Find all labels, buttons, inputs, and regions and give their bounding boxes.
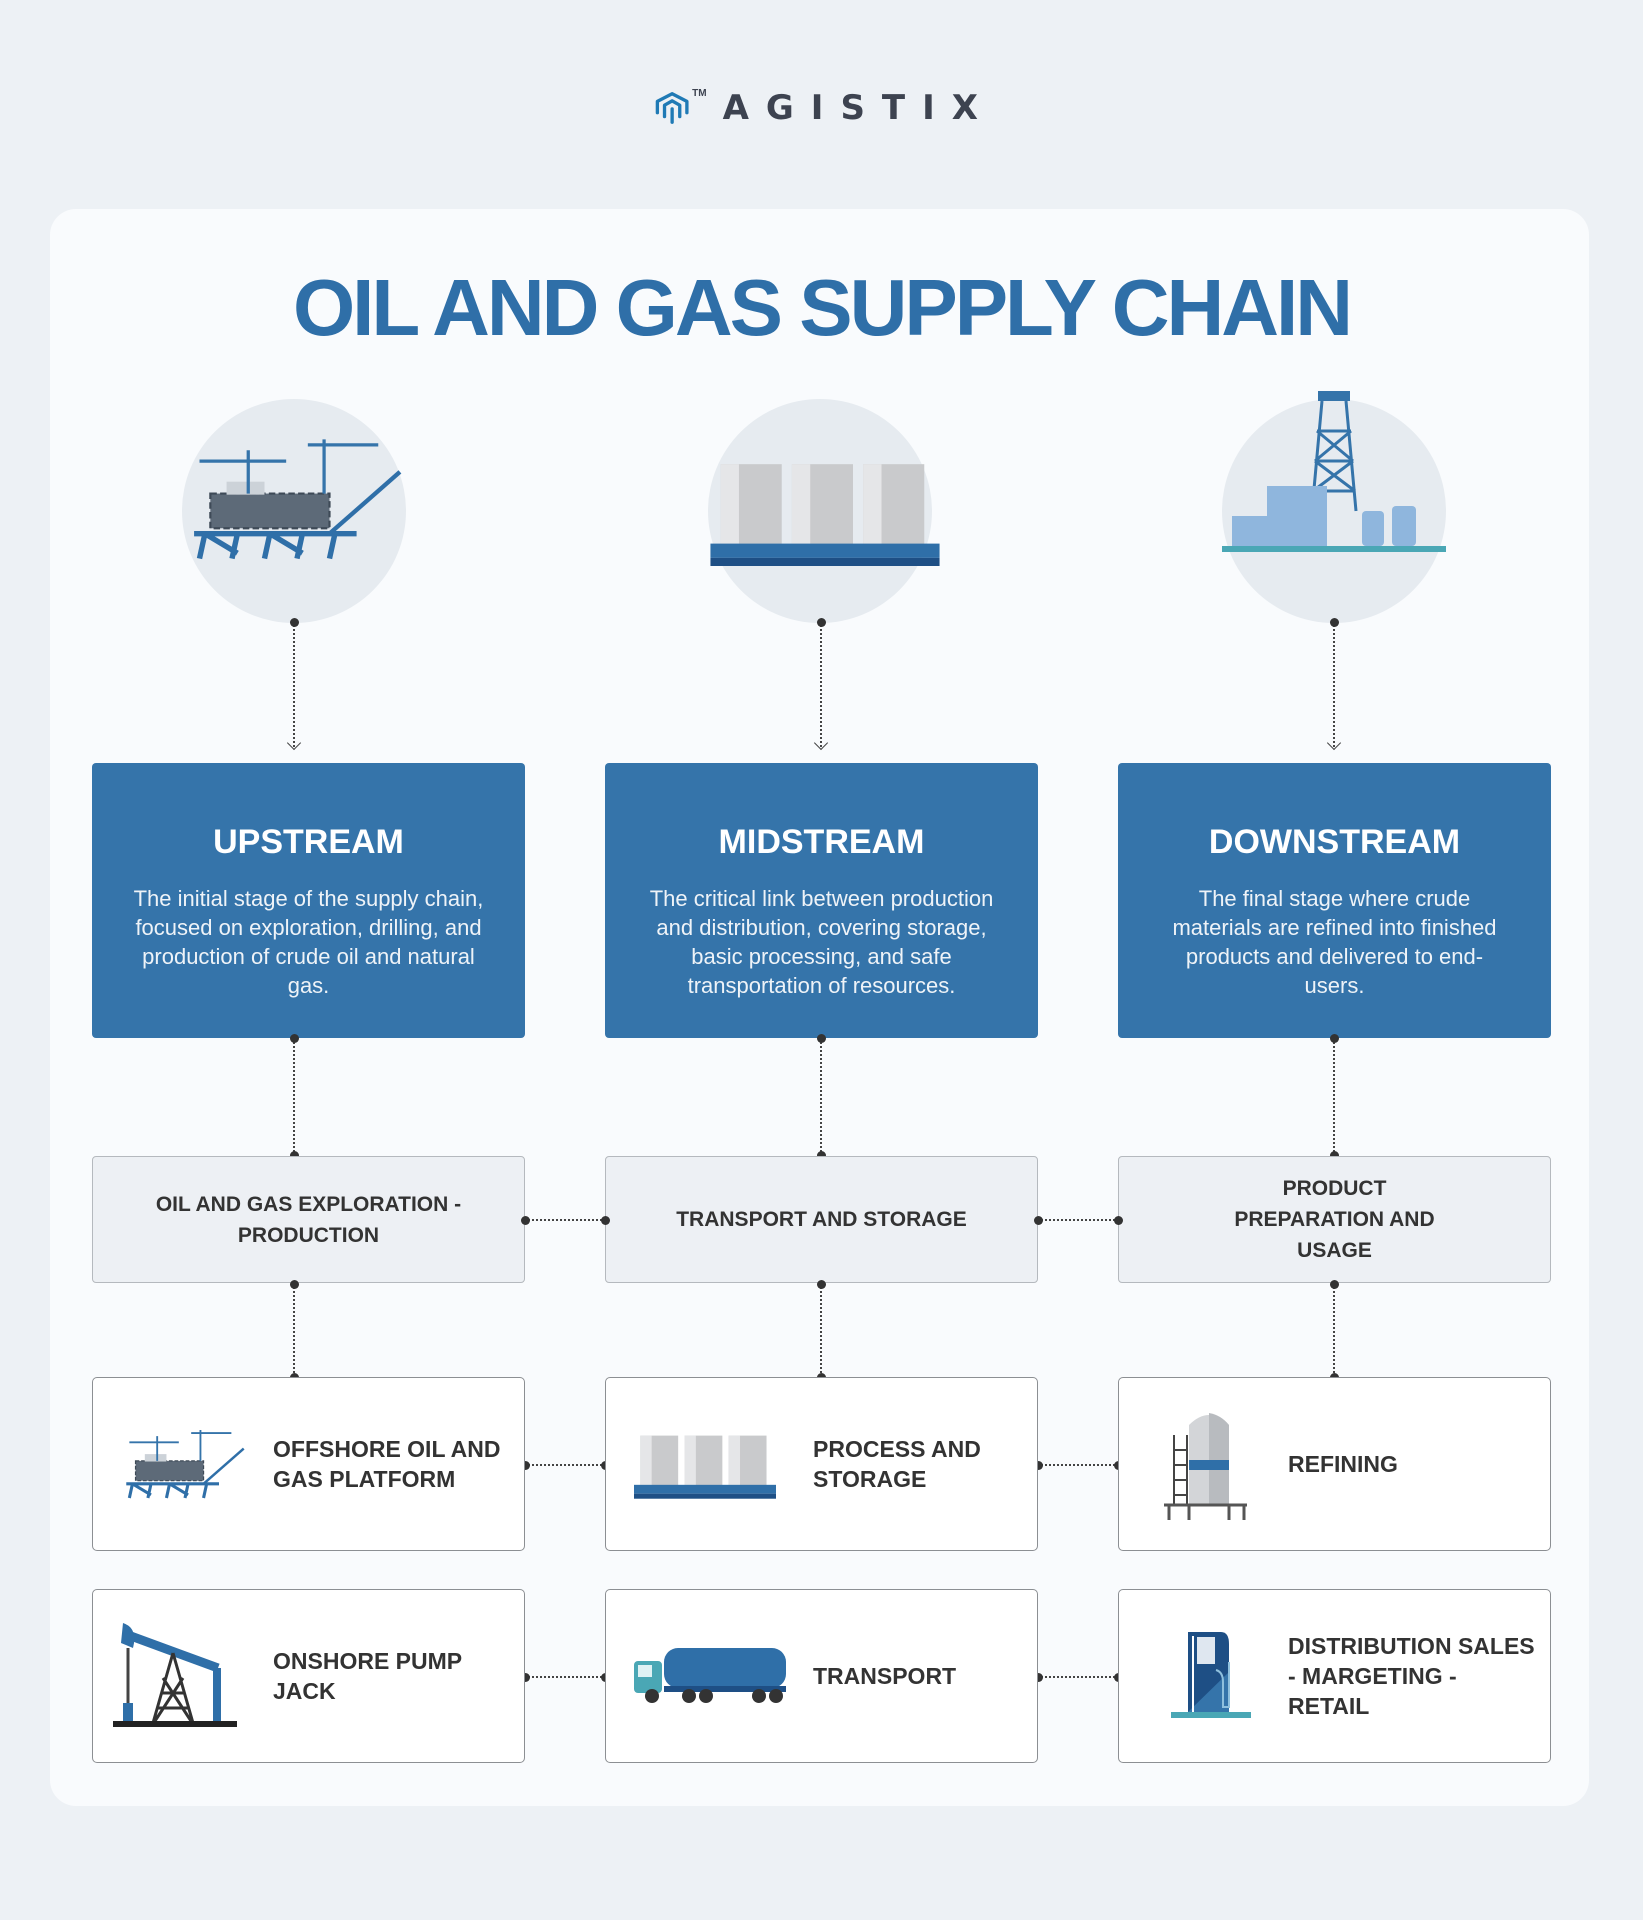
- stage-upstream: UPSTREAM The initial stage of the supply…: [92, 763, 525, 1038]
- connector-dot: [1329, 1033, 1339, 1043]
- storage-tanks-icon: [634, 1435, 776, 1499]
- connector-line: [293, 1038, 295, 1156]
- offshore-platform-icon: [177, 434, 417, 564]
- connector-dot: [816, 617, 826, 627]
- connector-line: [525, 1676, 605, 1678]
- connector-dot: [1329, 617, 1339, 627]
- connector-dot: [816, 1279, 826, 1289]
- category-midstream: TRANSPORT AND STORAGE: [605, 1156, 1038, 1283]
- connector-dot: [1329, 1150, 1339, 1160]
- upstream-illustration: [182, 399, 406, 623]
- connector-line: [820, 1038, 822, 1156]
- connector-dot: [1113, 1215, 1123, 1225]
- connector-dot: [816, 1033, 826, 1043]
- connector-dot: [520, 1460, 530, 1470]
- tanker-truck-icon: [634, 1648, 786, 1703]
- pump-jack-icon: [113, 1623, 237, 1727]
- connector-line: [1333, 1283, 1335, 1377]
- connector-line: [1333, 1038, 1335, 1156]
- connector-line: [820, 622, 822, 747]
- item-pump-jack: ONSHORE PUMP JACK: [92, 1589, 525, 1763]
- connector-dot: [289, 617, 299, 627]
- item-label: REFINING: [1288, 1451, 1398, 1477]
- fuel-pump-icon: [1171, 1632, 1251, 1718]
- offshore-platform-icon: [124, 1428, 246, 1500]
- agistix-logo: TM AGISTIX: [655, 70, 995, 145]
- connector-dot: [1033, 1215, 1043, 1225]
- connector-dot: [1033, 1460, 1043, 1470]
- storage-tanks-icon: [710, 464, 940, 566]
- item-distribution: DISTRIBUTION SALES - MARGETING - RETAIL: [1118, 1589, 1551, 1763]
- refining-tank-icon: [1164, 1413, 1247, 1520]
- connector-line: [1333, 622, 1335, 747]
- connector-dot: [520, 1672, 530, 1682]
- stage-description: The initial stage of the supply chain, f…: [133, 886, 484, 998]
- page-title: OIL AND GAS SUPPLY CHAIN: [292, 263, 1353, 352]
- refinery-icon: [1222, 391, 1446, 552]
- stage-description: The critical link between production and…: [649, 886, 994, 998]
- connector-dot: [289, 1150, 299, 1160]
- logo-trademark: TM: [692, 88, 707, 99]
- stage-downstream: DOWNSTREAM The final stage where crude m…: [1118, 763, 1551, 1038]
- item-transport: TRANSPORT: [605, 1589, 1038, 1763]
- connector-line: [525, 1464, 605, 1466]
- logo-mark-icon: [655, 91, 689, 124]
- connector-dot: [600, 1215, 610, 1225]
- stage-midstream: MIDSTREAM The critical link between prod…: [605, 763, 1038, 1038]
- connector-line: [1038, 1676, 1118, 1678]
- midstream-illustration: [708, 399, 940, 623]
- connector-line: [1038, 1464, 1118, 1466]
- connector-line: [293, 1283, 295, 1377]
- logo-text: AGISTIX: [722, 87, 995, 128]
- connector-line: [293, 622, 295, 747]
- connector-dot: [1033, 1672, 1043, 1682]
- connector-line: [1038, 1219, 1118, 1221]
- item-refining: REFINING: [1118, 1377, 1551, 1551]
- stage-title: MIDSTREAM: [718, 823, 925, 861]
- downstream-illustration: [1222, 391, 1446, 623]
- connector-dot: [289, 1033, 299, 1043]
- item-label: PROCESS AND STORAGE: [813, 1436, 981, 1492]
- item-offshore-platform: OFFSHORE OIL AND GAS PLATFORM: [92, 1377, 525, 1551]
- connector-dot: [1329, 1279, 1339, 1289]
- stage-description: The final stage where crude materials ar…: [1172, 886, 1497, 998]
- stage-title: DOWNSTREAM: [1208, 823, 1461, 861]
- connector-line: [820, 1283, 822, 1377]
- category-upstream: OIL AND GAS EXPLORATION - PRODUCTION: [92, 1156, 525, 1283]
- stage-title: UPSTREAM: [213, 823, 404, 861]
- item-label: ONSHORE PUMP JACK: [273, 1648, 462, 1704]
- item-label: DISTRIBUTION SALES - MARGETING - RETAIL: [1288, 1633, 1535, 1719]
- connector-dot: [816, 1150, 826, 1160]
- item-process-storage: PROCESS AND STORAGE: [605, 1377, 1038, 1551]
- connector-dot: [520, 1215, 530, 1225]
- connector-dot: [289, 1279, 299, 1289]
- connector-line: [525, 1219, 605, 1221]
- item-label: TRANSPORT: [813, 1663, 957, 1689]
- category-downstream: PRODUCT PREPARATION AND USAGE: [1118, 1156, 1551, 1283]
- item-label: OFFSHORE OIL AND GAS PLATFORM: [273, 1436, 501, 1492]
